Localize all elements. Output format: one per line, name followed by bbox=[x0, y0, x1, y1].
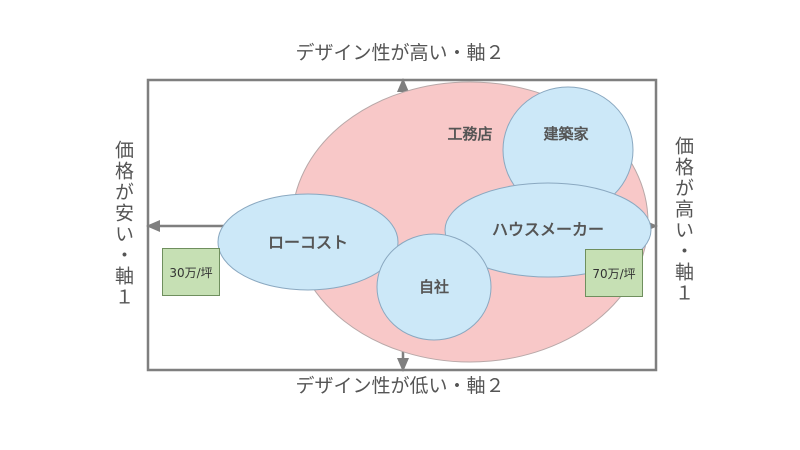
axis-bottom-label: デザイン性が低い・軸２ bbox=[295, 375, 505, 397]
housemaker-label: ハウスメーカー bbox=[492, 220, 604, 239]
price-tag-low: 30万/坪 bbox=[162, 248, 220, 296]
axis-right-label: 価格が高い・軸１ bbox=[672, 136, 694, 304]
lowcost-region bbox=[217, 193, 399, 291]
price-tag-high: 70万/坪 bbox=[585, 249, 643, 297]
arrow-down-icon bbox=[397, 358, 409, 372]
diagram-frame bbox=[146, 78, 658, 372]
jisha-label: 自社 bbox=[419, 278, 449, 296]
jisha-region bbox=[376, 233, 492, 341]
arrow-left-icon bbox=[146, 220, 160, 232]
price-tag-low-text: 30万/坪 bbox=[169, 265, 213, 280]
axis-top-label: デザイン性が高い・軸２ bbox=[295, 42, 505, 64]
kenchikuka-label: 建築家 bbox=[543, 125, 588, 143]
arrow-up-icon bbox=[397, 78, 409, 92]
price-tag-high-text: 70万/坪 bbox=[592, 266, 636, 281]
koumuten-label: 工務店 bbox=[447, 125, 492, 143]
lowcost-label: ローコスト bbox=[268, 233, 348, 252]
axis-left-label: 価格が安い・軸１ bbox=[112, 140, 134, 308]
